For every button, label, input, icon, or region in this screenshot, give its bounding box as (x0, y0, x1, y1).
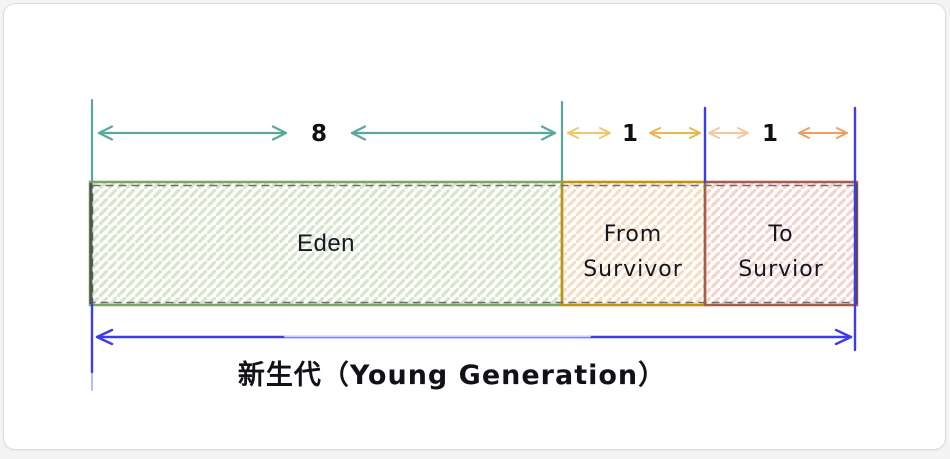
to-survivor-box: To Survior (703, 180, 859, 307)
from-ratio-label: 1 (622, 121, 638, 147)
memory-boxes: Eden From Survivor To Survior (88, 180, 859, 307)
eden-label: Eden (297, 230, 355, 257)
from-survivor-label-line1: From (604, 222, 663, 247)
to-survivor-label-line1: To (767, 222, 793, 247)
eden-rect (88, 180, 564, 307)
from-survivor-rect (560, 180, 707, 307)
extension-lines (90, 98, 857, 391)
to-dimension-arrows (708, 127, 848, 139)
eden-dimension-arrows (97, 125, 557, 141)
arrowhead-right-icon (689, 127, 701, 139)
to-ratio-label: 1 (762, 121, 778, 147)
arrowhead-left-icon (708, 127, 720, 139)
eden-box: Eden (88, 180, 564, 307)
arrowhead-right-icon (737, 127, 749, 139)
arrowhead-left-icon (350, 125, 367, 141)
arrowhead-left-icon (649, 127, 661, 139)
arrowhead-right-icon (599, 127, 611, 139)
from-dimension-arrows (567, 127, 701, 139)
arrowhead-right-icon (540, 125, 557, 141)
young-generation-label: 新生代（Young Generation） (238, 359, 666, 391)
arrowhead-left-icon (97, 125, 114, 141)
arrowhead-left-icon (95, 328, 114, 346)
from-survivor-box: From Survivor (560, 180, 707, 307)
arrowhead-right-icon (834, 328, 853, 346)
bottom-dimension: 新生代（Young Generation） (95, 328, 853, 391)
to-survivor-label-line2: Survior (738, 257, 824, 282)
arrowhead-left-icon (798, 127, 810, 139)
arrowhead-right-icon (271, 125, 288, 141)
eden-ratio-label: 8 (311, 121, 327, 147)
arrowhead-right-icon (836, 127, 848, 139)
from-survivor-label-line2: Survivor (583, 257, 683, 282)
top-dimension: 8 1 (97, 121, 848, 147)
arrowhead-left-icon (567, 127, 579, 139)
